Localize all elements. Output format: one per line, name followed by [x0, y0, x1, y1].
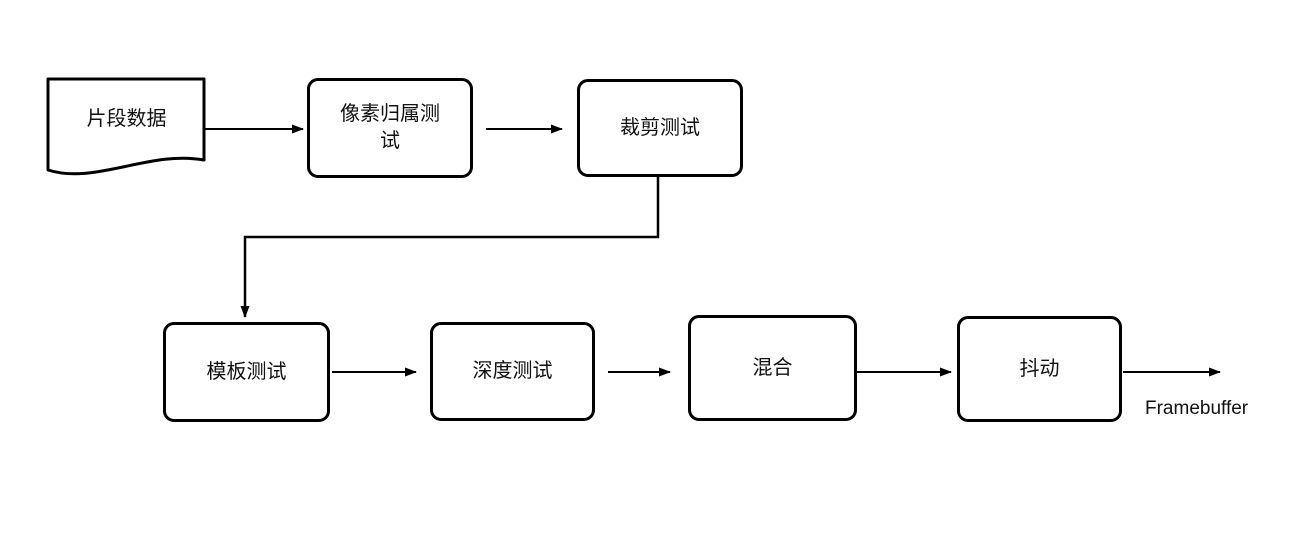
node-pixel-ownership-test-label: 像素归属测试	[340, 103, 440, 152]
node-fragment-data-label: 片段数据	[86, 107, 167, 130]
node-depth-test: 深度测试	[430, 322, 595, 421]
node-fragment-data: 片段数据	[48, 84, 205, 148]
node-dithering-label: 抖动	[1019, 357, 1060, 380]
node-dithering: 抖动	[957, 316, 1122, 422]
edge-scissor-to-stencil	[240, 177, 660, 318]
node-blending: 混合	[688, 315, 857, 421]
node-stencil-test-label: 模板测试	[206, 360, 287, 383]
node-scissor-test: 裁剪测试	[577, 79, 743, 177]
node-blending-label: 混合	[752, 356, 793, 379]
node-depth-test-label: 深度测试	[472, 360, 553, 382]
node-pixel-ownership-test: 像素归属测试	[307, 78, 473, 178]
document-shape-fragment-data	[46, 77, 206, 176]
framebuffer-output-label: Framebuffer	[1145, 398, 1249, 419]
node-scissor-test-label: 裁剪测试	[620, 116, 700, 139]
node-stencil-test: 模板测试	[163, 322, 330, 422]
